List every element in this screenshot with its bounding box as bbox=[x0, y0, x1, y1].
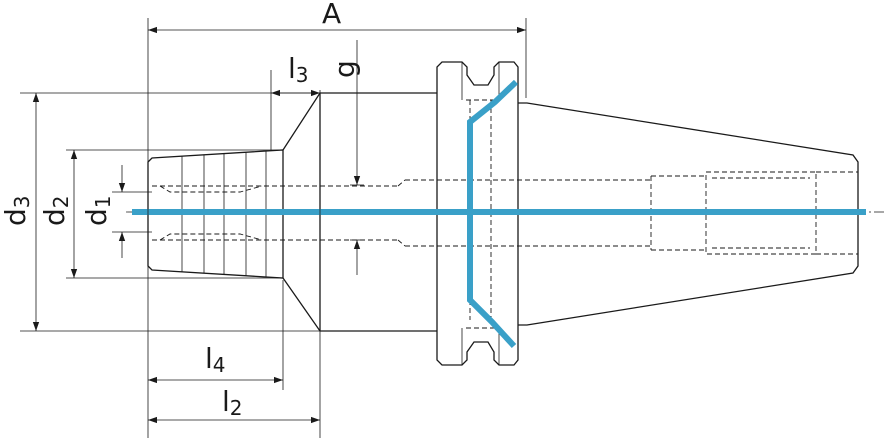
dimension-labels: A l3 g d3 d2 d1 l4 l2 bbox=[0, 0, 361, 420]
hidden-lines bbox=[152, 99, 858, 329]
label-A: A bbox=[322, 0, 341, 30]
label-l3: l3 bbox=[288, 52, 309, 87]
flange bbox=[436, 61, 519, 366]
label-l2: l2 bbox=[222, 385, 243, 420]
label-d3: d3 bbox=[0, 195, 34, 226]
accent-channel-lower bbox=[467, 212, 517, 349]
label-l4: l4 bbox=[205, 342, 226, 377]
dimension-lines bbox=[20, 18, 527, 438]
label-d1: d1 bbox=[80, 195, 115, 226]
accent-channel-upper bbox=[467, 79, 519, 212]
coolant-path bbox=[132, 79, 866, 349]
label-d2: d2 bbox=[38, 195, 73, 226]
label-g: g bbox=[328, 60, 361, 78]
